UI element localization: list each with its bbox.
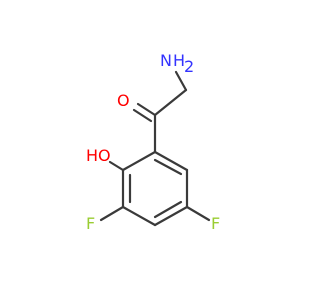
bond-c3-f (99, 205, 125, 222)
ring-bond-4 (153, 205, 189, 227)
ring-bond-1 (121, 150, 157, 172)
amine-subscript-label: 2 (184, 57, 194, 76)
amine-n-label: N (160, 51, 172, 70)
molecule-structure: N H 2 O HO F F (86, 51, 221, 233)
ring-bond-6-inner (153, 158, 183, 176)
hydroxyl-label: HO (86, 146, 111, 165)
fluorine-left-label: F (86, 214, 95, 233)
carbonyl-oxygen-label: O (117, 91, 130, 110)
bond-c5-f (185, 205, 211, 222)
bond-co-ch2 (153, 88, 188, 117)
bond-ch2-n (174, 70, 188, 92)
ring-bond-6 (153, 150, 189, 172)
amine-h-label: H (173, 51, 185, 70)
bond-c-o-2 (132, 108, 153, 123)
ring-bond-4-inner (153, 200, 183, 219)
bond-c-o-1 (136, 102, 157, 117)
bond-c2-oh (108, 160, 125, 172)
ring-bond-3 (121, 205, 157, 227)
structure-svg: N H 2 O HO F F (86, 51, 220, 233)
fluorine-right-label: F (211, 214, 220, 233)
